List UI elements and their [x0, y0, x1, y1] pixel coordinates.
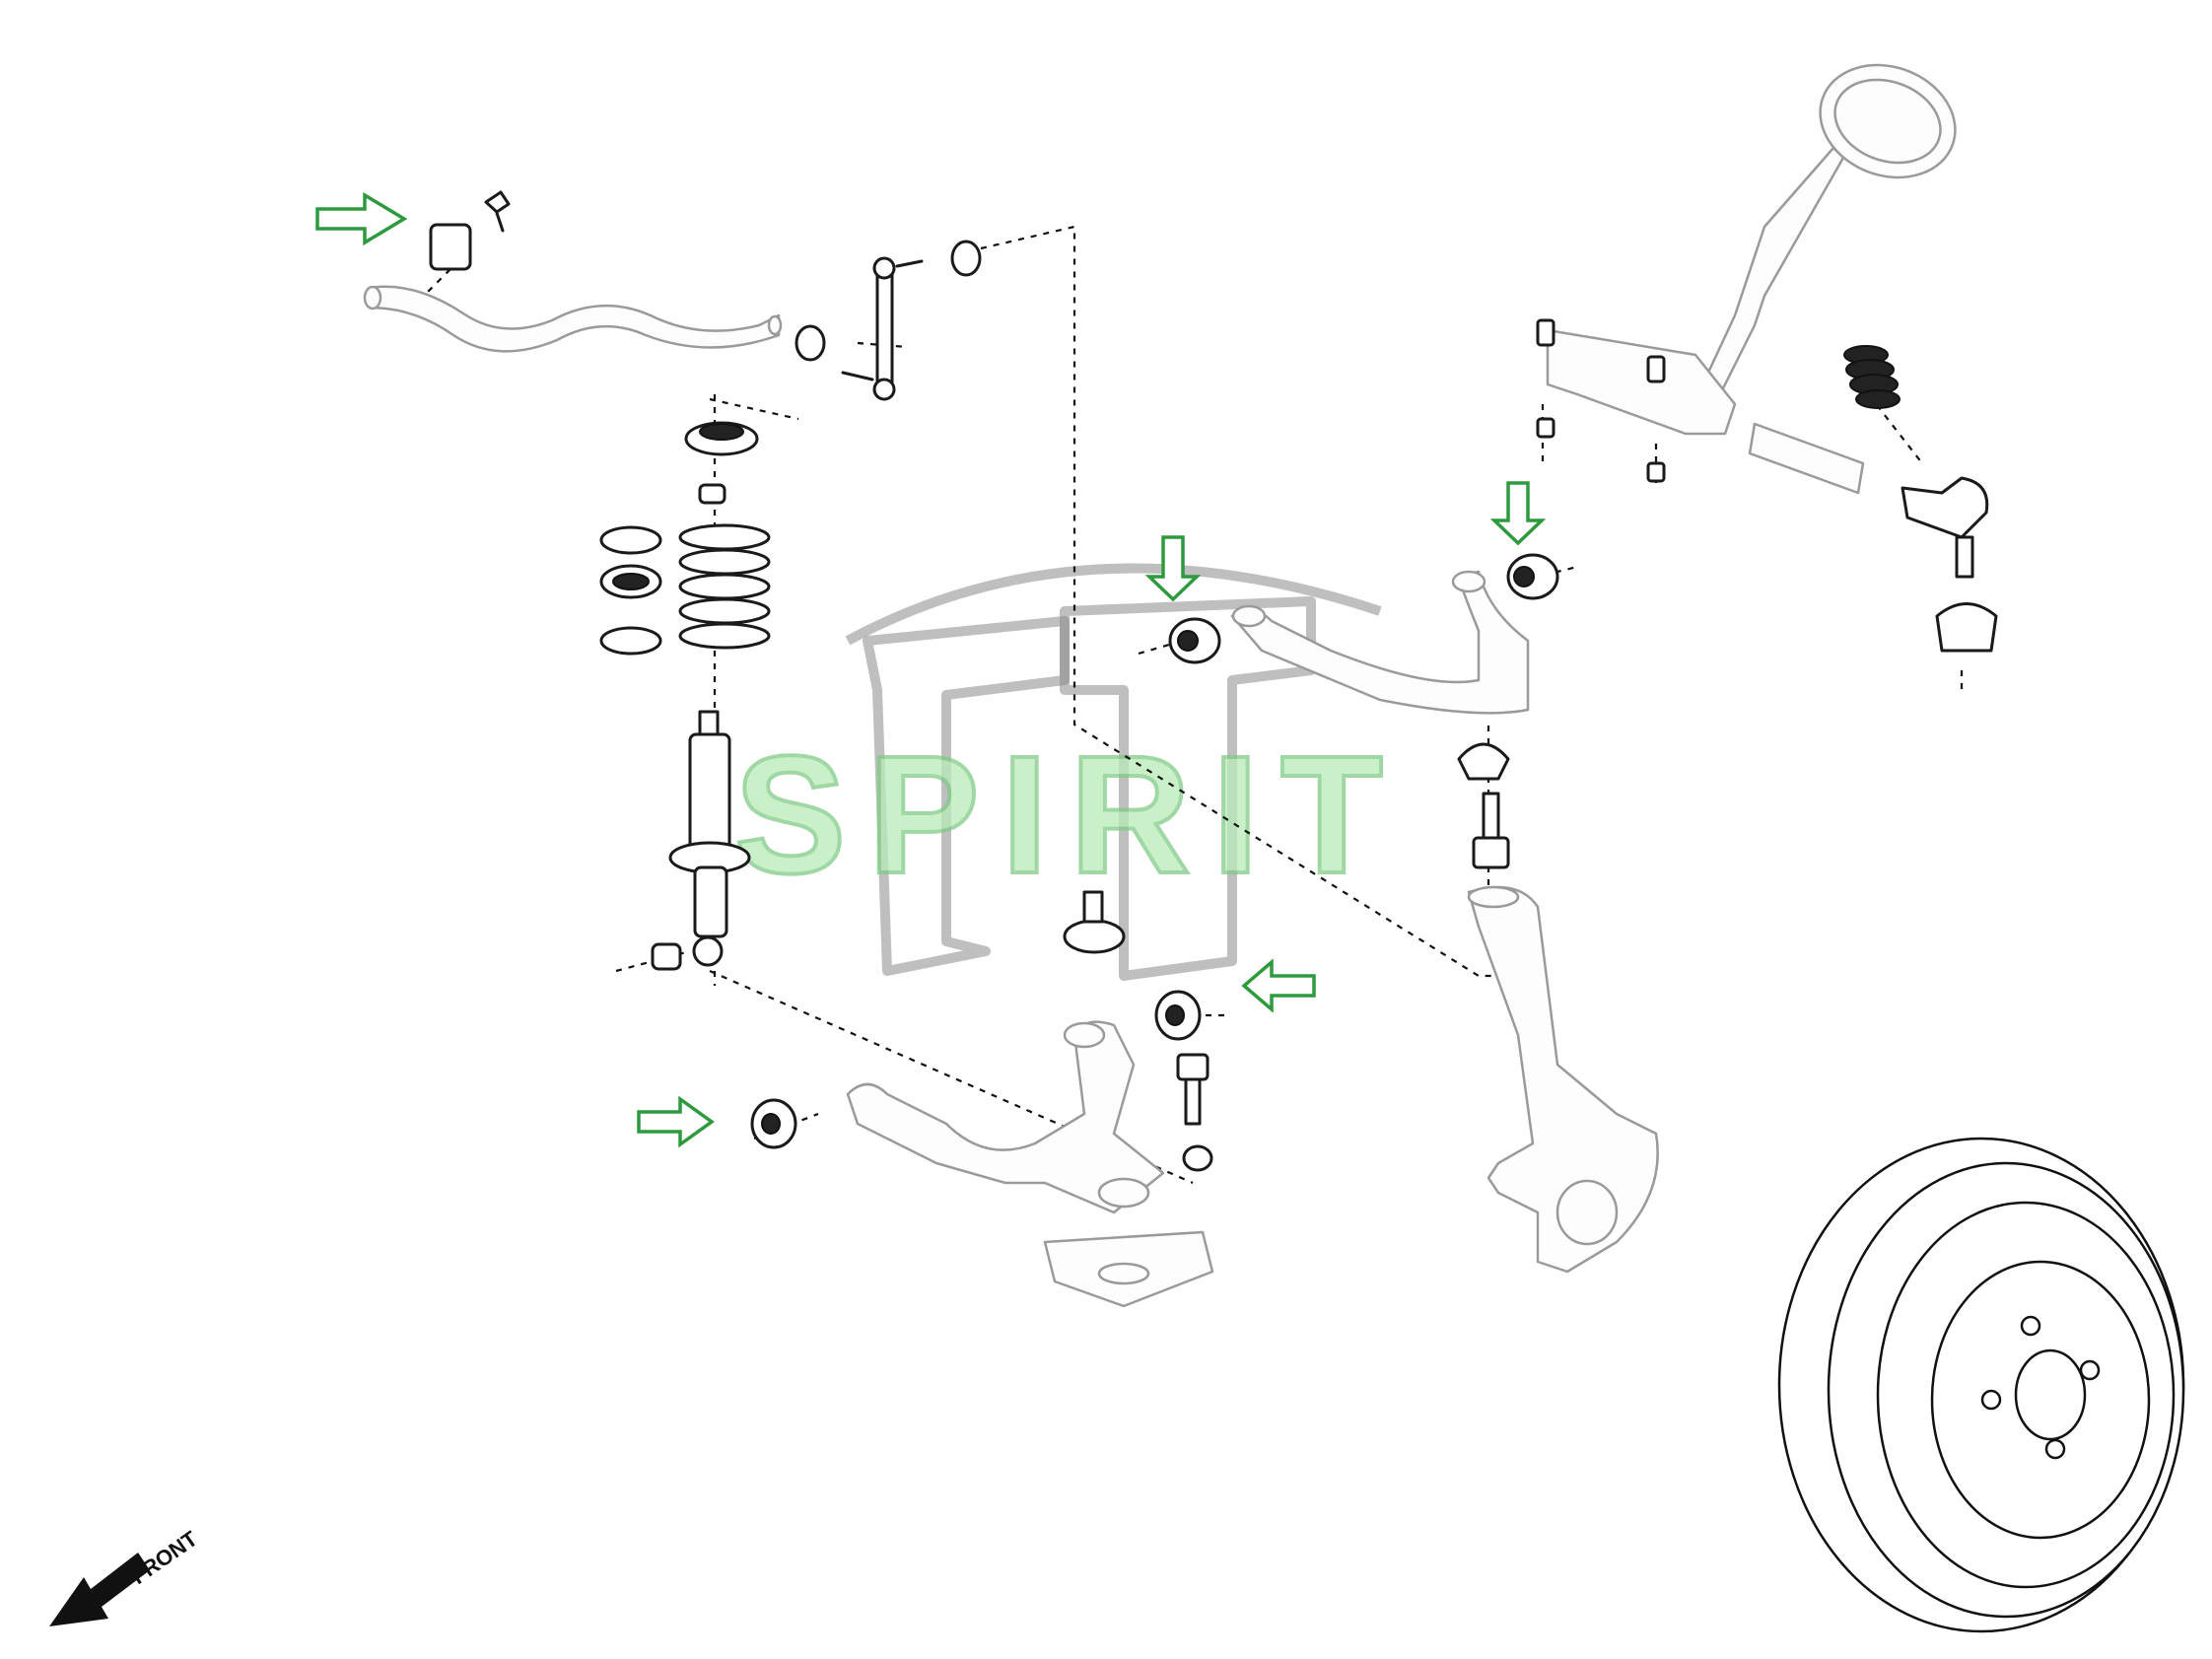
mount-nut	[698, 483, 726, 505]
arrow-lower-rear-bushing	[1241, 958, 1316, 1013]
stabilizer-bar-group	[363, 190, 982, 401]
steering-column	[1698, 146, 1845, 396]
arrow-lower-front-bushing	[637, 1095, 715, 1148]
arrow-upper-rear-bushing	[1489, 481, 1547, 546]
stabilizer-bushing	[429, 223, 472, 271]
front-indicator: FRONT	[49, 1526, 202, 1626]
lower-control-arm	[846, 1020, 1165, 1214]
watermark-letter-t-right	[1060, 596, 1316, 981]
link-bushing-lower	[795, 324, 826, 362]
link-bushing-upper	[950, 240, 982, 277]
ball-joint-boot	[1182, 1144, 1213, 1172]
lower-ball-joint	[1176, 1053, 1210, 1081]
spring-strut-group	[599, 421, 771, 971]
lower-control-arm-group	[750, 890, 1214, 1308]
front-arrow-icon	[49, 1553, 150, 1626]
spring-seat-lower	[599, 626, 662, 656]
tie-rod-boot	[1935, 602, 1998, 653]
spring-seat-upper	[599, 525, 662, 555]
link-bolt-upper	[895, 259, 924, 268]
shock-bushing	[651, 942, 682, 971]
upper-control-arm	[1230, 570, 1530, 715]
wheel-tire	[1777, 1137, 2185, 1633]
upper-ball-joint	[1482, 792, 1500, 840]
watermark-arc	[845, 563, 1382, 646]
steering-knuckle-group	[1467, 885, 1659, 1274]
shock-eye	[692, 935, 724, 967]
tie-rod-end	[1901, 476, 1989, 539]
upper-ball-joint-boot	[1457, 742, 1510, 781]
bracket-bolt	[484, 190, 511, 233]
callout-arrows	[315, 191, 1547, 1148]
shock-body	[688, 732, 731, 855]
steering-knuckle	[1467, 885, 1659, 1274]
arrow-stabilizer-bushing	[315, 191, 408, 246]
watermark-text: SPIRIT	[734, 722, 1405, 909]
tie-rod	[1748, 422, 1865, 495]
coil-spring	[678, 523, 771, 650]
stabilizer-bar	[368, 285, 781, 353]
watermark: SPIRIT	[732, 563, 1405, 981]
link-bolt-lower	[841, 371, 874, 381]
arrow-upper-front-bushing	[1144, 535, 1202, 602]
upper-control-arm-group	[1168, 553, 1559, 869]
stabilizer-link	[875, 269, 894, 391]
steering-group	[1536, 63, 1998, 653]
steering-rack-boot	[1843, 345, 1901, 409]
steering-box	[1546, 328, 1737, 436]
mount-bolt	[1536, 318, 1555, 347]
bump-stop-mount	[1063, 919, 1126, 954]
